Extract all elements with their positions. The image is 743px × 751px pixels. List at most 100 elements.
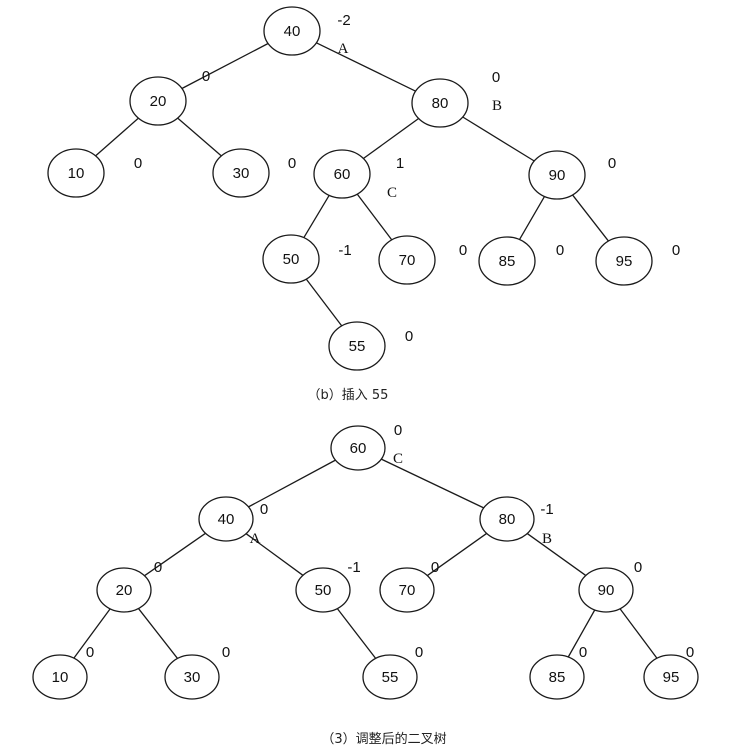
edge-60-40 [248, 459, 336, 508]
balance-factor-60: 1 [396, 155, 404, 172]
node-value: 30 [233, 165, 250, 182]
node-circle [411, 78, 469, 128]
edge-90-95 [619, 608, 658, 659]
tree-node-70: 70 [379, 567, 435, 613]
tree-node-85: 85 [478, 236, 536, 286]
node-tag-B: B [492, 98, 502, 114]
node-circle [362, 654, 418, 700]
node-circle [295, 567, 351, 613]
balance-factor-40: -2 [337, 12, 350, 29]
tree-node-95: 95 [643, 654, 699, 700]
node-circle [164, 654, 220, 700]
node-value: 60 [334, 166, 351, 183]
edge-90-85 [567, 609, 596, 658]
edge-40-80 [316, 42, 416, 92]
balance-factor-95: 0 [686, 644, 694, 661]
tree-node-10: 10 [47, 148, 105, 198]
node-circle [198, 496, 254, 542]
node-circle [32, 654, 88, 700]
node-circle [578, 567, 634, 613]
node-circle [479, 496, 535, 542]
tree-node-95: 95 [595, 236, 653, 286]
edge-20-30 [177, 117, 222, 157]
tree-node-30: 30 [212, 148, 270, 198]
balance-factor-20: 0 [202, 68, 210, 85]
tree-node-30: 30 [164, 654, 220, 700]
node-circle [47, 148, 105, 198]
node-value: 60 [350, 440, 367, 457]
tree-after-rebalance: 600C400A80-1B20050-170090010030055085095… [32, 422, 699, 700]
node-tag-C: C [387, 185, 397, 201]
tree-node-20: 20 [96, 567, 152, 613]
tree-node-80: 80 [479, 496, 535, 542]
node-circle [528, 150, 586, 200]
balance-factor-90: 0 [608, 155, 616, 172]
node-value: 50 [283, 251, 300, 268]
node-value: 85 [549, 669, 566, 686]
node-circle [328, 321, 386, 371]
node-value: 95 [616, 253, 633, 270]
balance-factor-20: 0 [154, 559, 162, 576]
edge-80-90 [462, 116, 535, 162]
node-value: 20 [150, 93, 167, 110]
balance-factor-50: -1 [338, 242, 351, 259]
edge-60-70 [356, 193, 393, 241]
tree-node-10: 10 [32, 654, 88, 700]
node-circle [478, 236, 536, 286]
edge-20-10 [95, 117, 139, 157]
tree-node-60: 60 [313, 149, 371, 199]
tree-node-50: 50 [295, 567, 351, 613]
node-value: 30 [184, 669, 201, 686]
tree-node-55: 55 [362, 654, 418, 700]
node-circle [212, 148, 270, 198]
edge-50-55 [336, 608, 377, 659]
node-tag-C: C [393, 451, 403, 467]
caption-adjusted-tree: （3）调整后的二叉树 [321, 731, 446, 747]
balance-factor-80: 0 [492, 69, 500, 86]
edge-60-50 [303, 195, 330, 238]
tree-node-70: 70 [378, 235, 436, 285]
node-value: 55 [349, 338, 366, 355]
tree-node-40: 40 [198, 496, 254, 542]
node-value: 40 [284, 23, 301, 40]
node-circle [595, 236, 653, 286]
tree-node-50: 50 [262, 234, 320, 284]
edge-20-10 [73, 608, 111, 659]
node-value: 40 [218, 511, 235, 528]
balance-factor-10: 0 [86, 644, 94, 661]
node-value: 80 [432, 95, 449, 112]
node-value: 90 [549, 167, 566, 184]
node-value: 55 [382, 669, 399, 686]
balance-factor-55: 0 [405, 328, 413, 345]
node-circle [330, 425, 386, 471]
tree-node-60: 60 [330, 425, 386, 471]
balance-factor-60: 0 [394, 422, 402, 439]
tree-node-55: 55 [328, 321, 386, 371]
edge-90-95 [572, 194, 609, 242]
node-tag-B: B [542, 531, 552, 547]
balance-factor-10: 0 [134, 155, 142, 172]
balance-factor-30: 0 [288, 155, 296, 172]
balance-factor-80: -1 [540, 501, 553, 518]
edge-50-55 [305, 278, 343, 327]
edge-60-80 [381, 458, 484, 509]
balance-factor-40: 0 [260, 501, 268, 518]
caption-insert-55: （b）插入 55 [308, 388, 389, 403]
tree-node-20: 20 [129, 76, 187, 126]
node-tag-A: A [250, 531, 261, 547]
node-circle [263, 6, 321, 56]
node-value: 80 [499, 511, 516, 528]
balance-factor-85: 0 [579, 644, 587, 661]
balance-factor-85: 0 [556, 242, 564, 259]
node-value: 10 [52, 669, 69, 686]
edge-80-70 [426, 532, 488, 577]
node-circle [313, 149, 371, 199]
node-circle [96, 567, 152, 613]
node-circle [378, 235, 436, 285]
balance-factor-30: 0 [222, 644, 230, 661]
node-circle [643, 654, 699, 700]
node-circle [379, 567, 435, 613]
edge-80-60 [363, 117, 419, 160]
node-value: 70 [399, 252, 416, 269]
